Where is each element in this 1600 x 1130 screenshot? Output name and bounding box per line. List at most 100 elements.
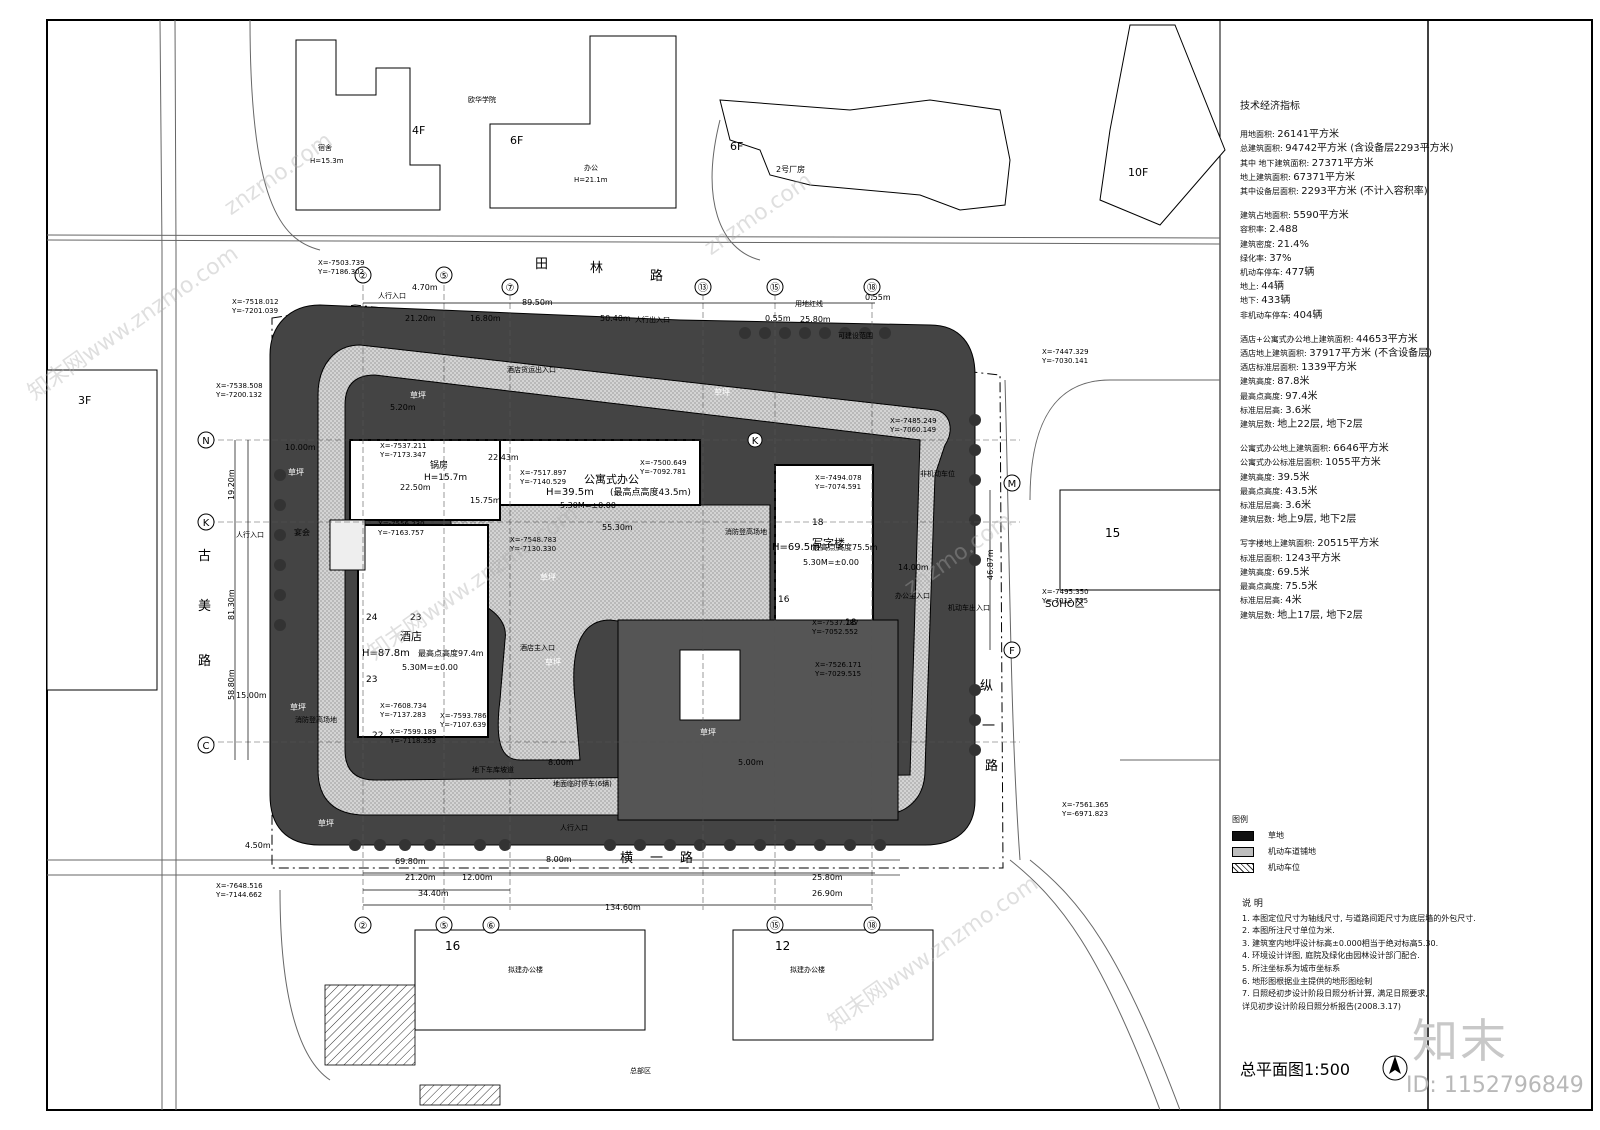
hotel-label: 酒店: [400, 629, 422, 643]
notes: 说 明 1. 本图定位尺寸为轴线尺寸, 与道路间距尺寸为底层墙的外包尺寸. 2.…: [1242, 898, 1476, 1013]
neighbor-office-height: H=21.1m: [574, 176, 608, 184]
grid-18-top: ⑱: [867, 282, 877, 294]
tech-row: 建筑高度: 87.8米: [1240, 376, 1310, 388]
watermark-brand-logo: 知末: [1412, 1014, 1508, 1068]
dimension-lines: [234, 302, 991, 906]
lawn-label-3: 草坪: [540, 572, 556, 582]
neighbor-office-label: 办公: [584, 163, 598, 172]
tech-row: 地上建筑面积: 67371平方米: [1240, 171, 1356, 183]
floor-mark-7: 18: [845, 618, 857, 628]
dim-81-30: 81.30m: [227, 589, 236, 620]
dim-69-80: 69.80m: [395, 857, 426, 866]
dim-5-20: 5.20m: [390, 403, 416, 412]
fire-lane-label: 消防登高场地: [725, 527, 767, 536]
coord-14-y: Y=-7029.515: [814, 670, 861, 678]
coord-10-x: X=-7556.230: [378, 520, 425, 528]
road-south-1: 横: [620, 851, 633, 866]
coord-6-x: X=-7517.897: [520, 469, 567, 477]
building-labels: 酒店 H=87.8m 最高点高度97.4m 5.30M=±0.00 锅房 H=1…: [294, 459, 878, 672]
note-item: 3. 建筑室内地坪设计标高±0.000相当于绝对标高5.30.: [1242, 938, 1439, 948]
notes-heading: 说 明: [1242, 899, 1263, 909]
neighbor-east-no: 15: [1105, 526, 1120, 540]
coord-19-y: Y=-7144.662: [215, 891, 262, 899]
grid-13-top: ⑬: [698, 282, 708, 294]
banquet-label: 宴会: [294, 527, 310, 537]
tech-row: 建筑高度: 39.5米: [1240, 471, 1310, 483]
tech-indicators: 技术经济指标 用地面积: 26141平方米 总建筑面积: 94742平方米 (含…: [1240, 100, 1454, 623]
fire-lane-label-2: 消防登高场地: [295, 715, 337, 724]
trees: [274, 327, 981, 851]
lawn-label-5: 草坪: [290, 702, 306, 712]
kitchen-label: 锅房: [430, 459, 448, 471]
tech-row: 机动车停车: 477辆: [1240, 267, 1315, 279]
road-north-2: 林: [590, 261, 603, 276]
note-item: 4. 环境设计详图, 庭院及绿化由园林设计部门配合.: [1242, 951, 1420, 961]
road-south-2: 一: [650, 851, 663, 866]
coord-7-y: Y=-7092.781: [639, 468, 686, 476]
note-item: 1. 本图定位尺寸为轴线尺寸, 与道路间距尺寸为底层墙的外包尺寸.: [1242, 913, 1476, 923]
street-lines: [46, 19, 1221, 1111]
bike-label: 非机动车位: [920, 469, 955, 478]
neighbor-south-no-1: 16: [445, 939, 460, 953]
tech-row: 标准层层高: 3.6米: [1240, 500, 1312, 512]
tech-row: 酒店+公寓式办公地上建筑面积: 44653平方米: [1240, 333, 1418, 345]
tech-row: 建筑层数: 地上17层, 地下2层: [1240, 609, 1363, 621]
grid-f: F: [1009, 646, 1015, 657]
neighbor-south-no-2: 12: [775, 939, 790, 953]
grid-18-bottom: ⑱: [867, 920, 877, 932]
dim-4-50: 4.50m: [245, 841, 271, 850]
service-entry-label: 酒店货运出入口: [507, 365, 556, 374]
road-west-2: 美: [198, 599, 211, 614]
office-entry-label: 办公主入口: [895, 591, 930, 600]
setback-label: 用地红线: [795, 299, 823, 308]
floor-mark-5: 16: [778, 595, 790, 605]
dim-34-40: 34.40m: [418, 889, 449, 898]
dim-5-00: 5.00m: [738, 758, 764, 767]
coord-2-y: Y=-7201.039: [231, 307, 278, 315]
dim-12-00: 12.00m: [462, 873, 493, 882]
coord-9-x: X=-7494.078: [815, 474, 862, 482]
tech-row: 其中 地下建筑面积: 27371平方米: [1240, 157, 1374, 169]
apartment-label: 公寓式办公: [584, 472, 639, 486]
tech-row: 其中设备层面积: 2293平方米 (不计入容积率): [1240, 186, 1428, 198]
tech-row: 建筑层数: 地上22层, 地下2层: [1240, 419, 1363, 431]
tech-row: 建筑占地面积: 5590平方米: [1240, 210, 1349, 222]
dim-22-50: 22.50m: [400, 483, 431, 492]
coord-14-x: X=-7526.171: [815, 661, 862, 669]
neighbor-east-label: SOHO区: [1045, 598, 1085, 610]
site-buildings: [329, 439, 874, 738]
neighbor-factory-label: 2号厂房: [776, 164, 805, 174]
dim-55-30: 55.30m: [602, 523, 633, 532]
coord-16-x: X=-7593.786: [440, 712, 487, 720]
coord-12-y: Y=-7012.735: [1041, 597, 1088, 605]
ground-parking-label: 地面临时停车(6辆): [553, 779, 612, 788]
south-parking: [324, 984, 501, 1106]
note-item: 6. 地形图根据业主提供的地形图绘制: [1242, 976, 1373, 986]
coord-11-y: Y=-7130.330: [509, 545, 556, 553]
ped-exit-north: 人行出入口: [635, 315, 670, 324]
banquet-block: [329, 519, 366, 571]
coord-4-y: Y=-7030.141: [1041, 357, 1088, 365]
vehicle-entry-east: 机动车出入口: [948, 603, 990, 612]
neighbor-dorm-label: 宿舍: [318, 143, 332, 152]
hotel-max: 最高点高度97.4m: [418, 648, 484, 658]
dim-0-55-a: 0.55m: [765, 314, 791, 323]
note-item: 2. 本图所注尺寸单位为米.: [1242, 926, 1335, 936]
floor-mark-2: 23: [410, 613, 421, 623]
coord-12-x: X=-7495.350: [1042, 588, 1089, 596]
apartment-height: H=39.5m: [546, 487, 594, 498]
ped-entry-west: 人行入口: [236, 530, 264, 539]
ped-entry-south: 人行入口: [560, 823, 588, 832]
dim-21-20-bottom: 21.20m: [405, 873, 436, 882]
road-names: 田 林 路 古 美 路 横 一 路 纵 一 路: [198, 257, 998, 866]
coord-8-x: X=-7485.249: [890, 417, 937, 425]
road-east-2: 一: [982, 719, 995, 734]
watermark-id: ID: 1152796849: [1406, 1073, 1584, 1098]
road-east-1: 纵: [980, 679, 993, 694]
lawn-label-8: 草坪: [545, 657, 561, 667]
neighbor-west-floors: 3F: [78, 394, 91, 407]
apartment-elev: 5.30M=±0.00: [560, 501, 616, 510]
grid-m: M: [1008, 479, 1017, 490]
coord-17-x: X=-7599.189: [390, 728, 437, 736]
